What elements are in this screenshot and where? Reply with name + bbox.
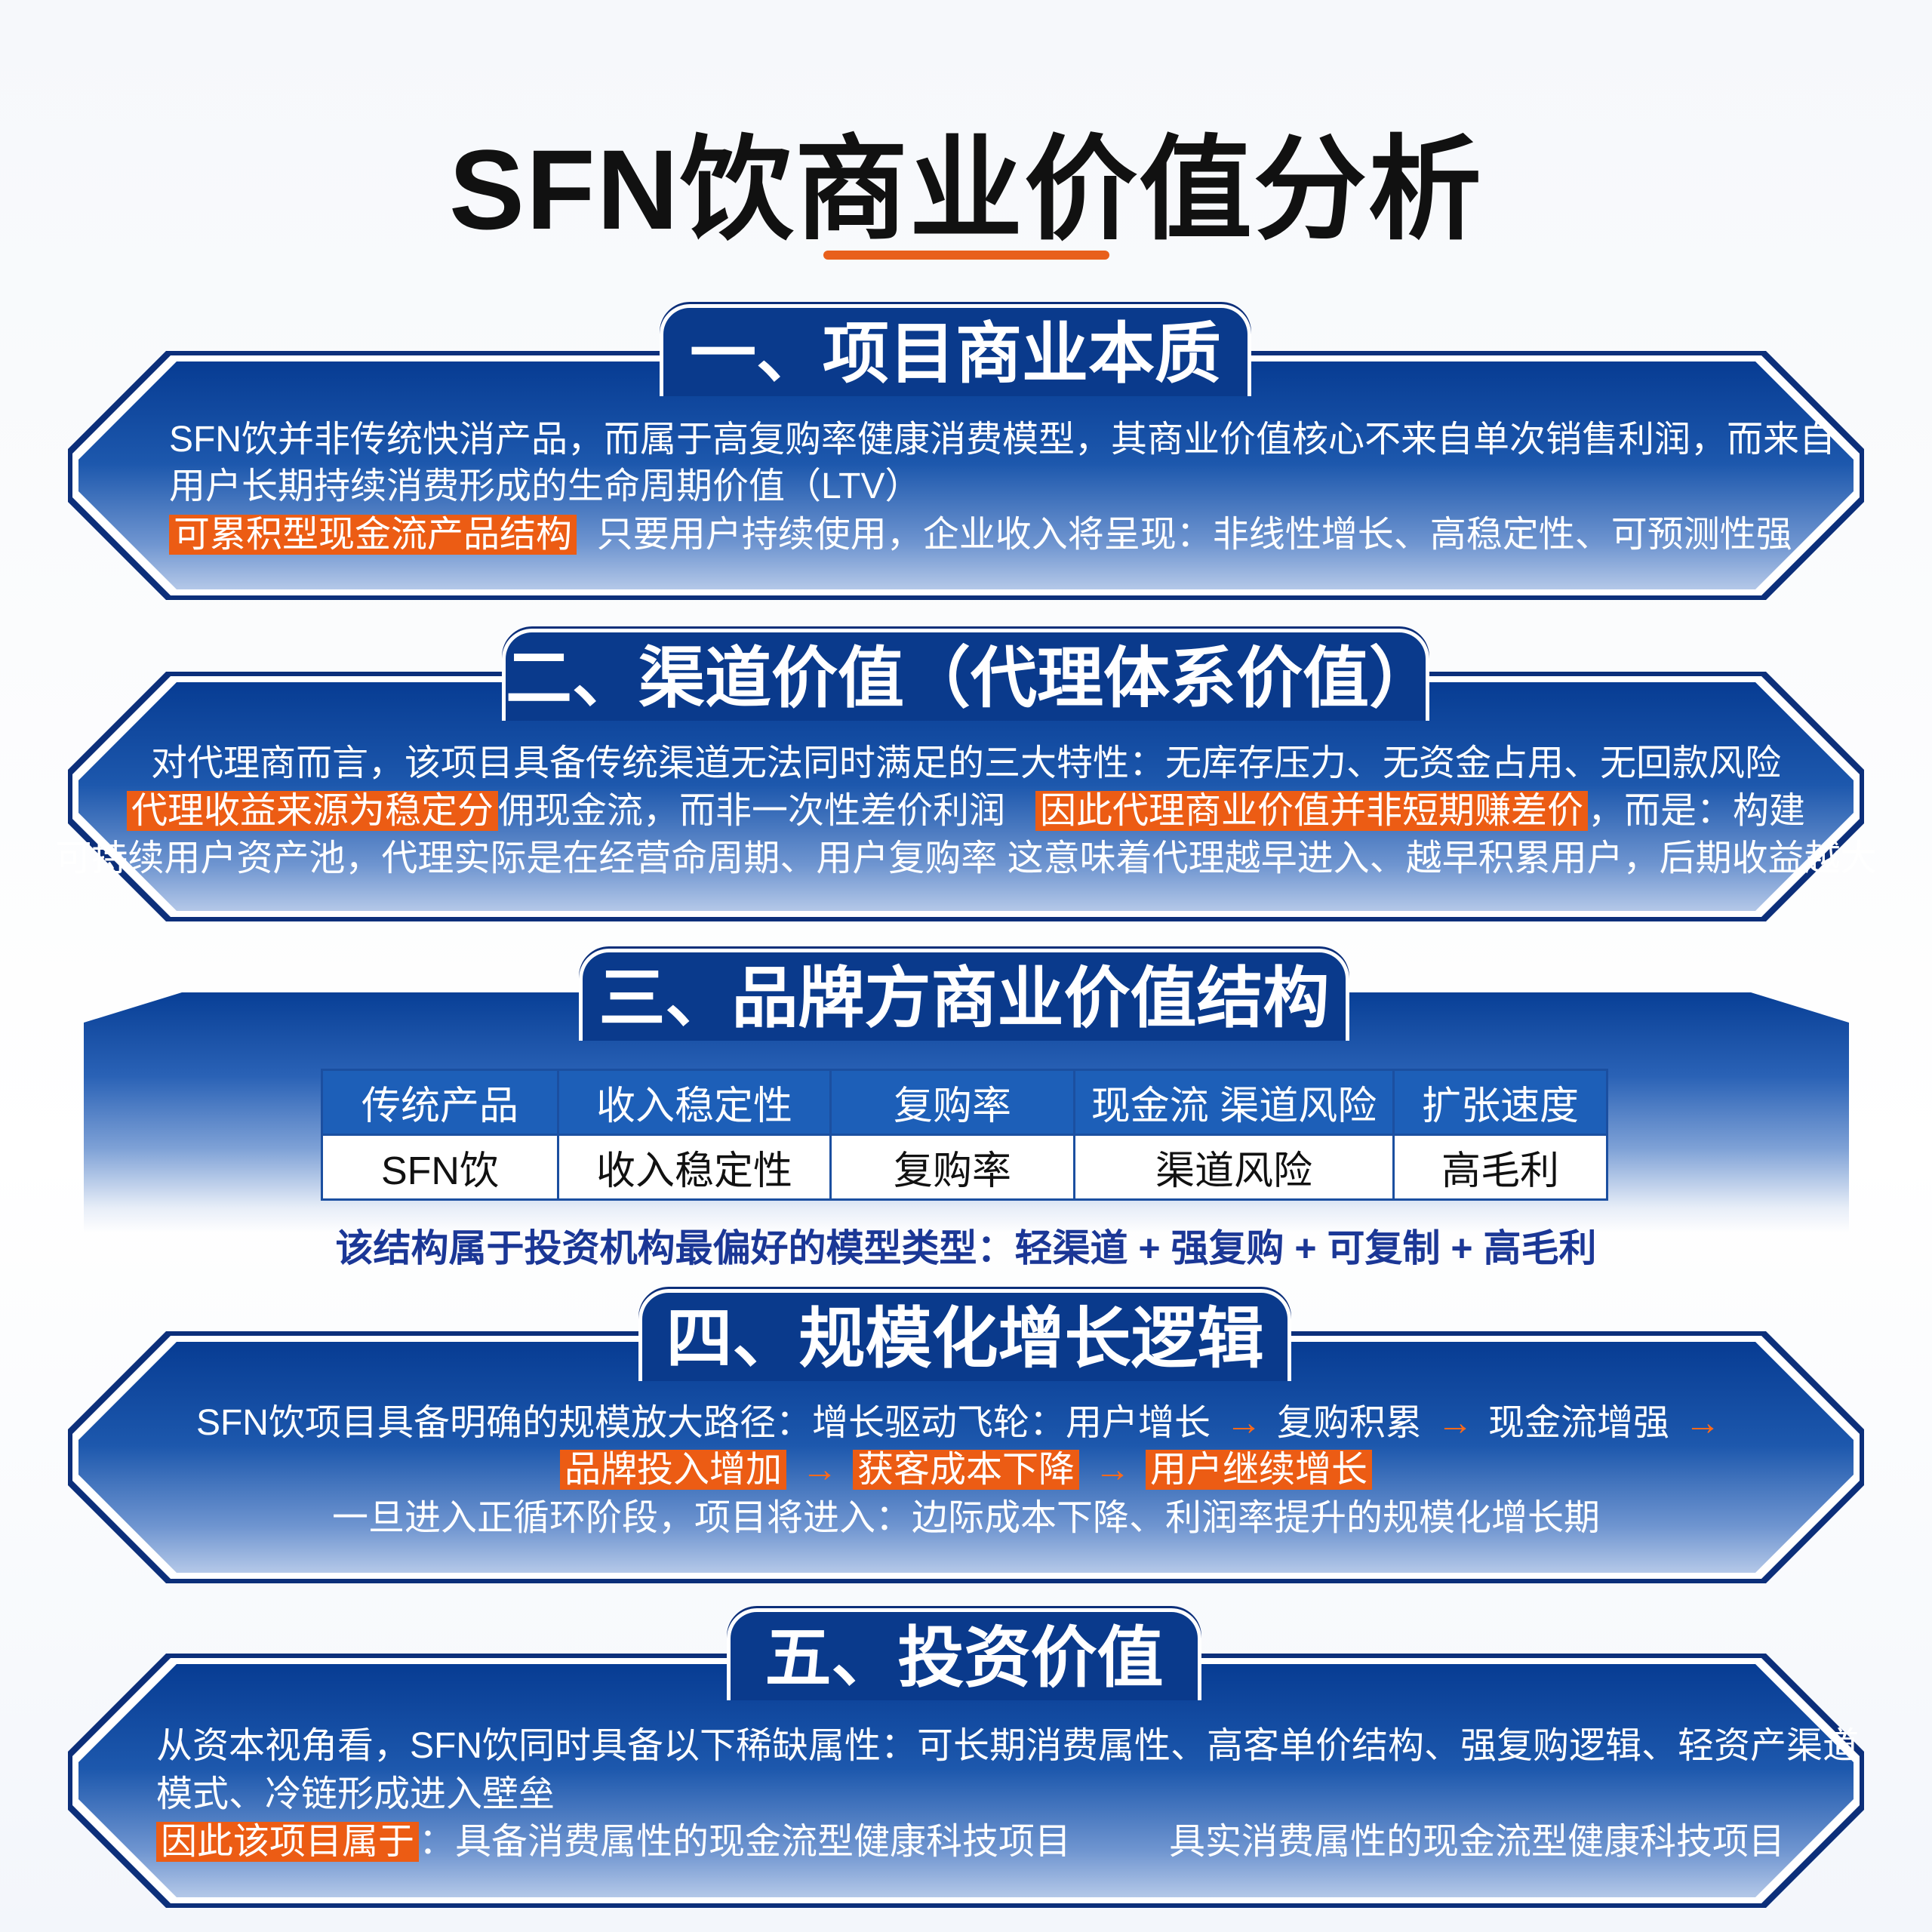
table-cell: 复购率 xyxy=(829,1134,1075,1201)
section-1-heading: 一、项目商业本质 xyxy=(660,304,1251,396)
arrow-icon: → xyxy=(801,1450,838,1490)
highlight-tag: 可累积型现金流产品结构 xyxy=(169,515,577,555)
section-1-line: 可累积型现金流产品结构 只要用户持续使用，企业收入将呈现：非线性增长、高稳定性、… xyxy=(169,512,1792,558)
table-cell: 收入稳定性 xyxy=(557,1134,832,1201)
section-3-heading: 三、品牌方商业价值结构 xyxy=(579,949,1349,1041)
section-2-text: 佣现金流，而非一次性差价利润 xyxy=(497,791,1005,831)
table-header-cell: 收入稳定性 xyxy=(557,1069,832,1136)
section-4-line: SFN饮项目具备明确的规模放大路径：增长驱动飞轮：用户增长 → 复购积累 → 现金流增强… xyxy=(0,1401,1932,1446)
table-header-cell: 复购率 xyxy=(829,1069,1075,1136)
section-4-heading: 四、规模化增长逻辑 xyxy=(638,1289,1291,1381)
section-2-line: 可持续用户资产池，代理实际是在经营命周期、用户复购率 这意味着代理越早进入、越早… xyxy=(55,838,1877,878)
section-1-line: 用户长期持续消费形成的生命周期价值（LTV） xyxy=(169,466,921,506)
flow-step-highlight: 获客成本下降 xyxy=(852,1450,1079,1490)
flow-step-highlight: 品牌投入增加 xyxy=(559,1450,786,1490)
table-cell: 渠道风险 xyxy=(1073,1134,1395,1201)
section-1-text: 只要用户持续使用，企业收入将呈现：非线性增长、高稳定性、可预测性强 xyxy=(596,515,1792,555)
table-caption: 该结构属于投资机构最偏好的模型类型：轻渠道 + 强复购 + 可复制 + 高毛利 xyxy=(335,1227,1597,1269)
arrow-icon: → xyxy=(1684,1403,1721,1443)
section-4-line: 品牌投入增加 → 获客成本下降 → 用户继续增长 xyxy=(0,1447,1932,1493)
arrow-icon: → xyxy=(1225,1403,1262,1443)
section-4-text: SFN饮项目具备明确的规模放大路径：增长驱动飞轮：用户增长 xyxy=(195,1403,1211,1443)
section-2-text: ，而是：构建 xyxy=(1588,791,1806,831)
flow-step-highlight: 用户继续增长 xyxy=(1146,1450,1373,1490)
section-1-line: SFN饮并非传统快消产品，而属于高复购率健康消费模型，其商业价值核心不来自单次销… xyxy=(169,420,1836,460)
value-structure-table: 传统产品 收入稳定性 复购率 现金流 渠道风险 扩张速度 SFN饮 收入稳定性 … xyxy=(321,1069,1608,1201)
title-underline xyxy=(823,251,1109,260)
table-row: SFN饮 收入稳定性 复购率 渠道风险 高毛利 xyxy=(321,1134,1608,1201)
section-2-line: 对代理商而言，该项目具备传统渠道无法同时满足的三大特性：无库存压力、无资金占用、… xyxy=(150,743,1781,783)
section-5-line: 因此该项目属于：具备消费属性的现金流型健康科技项目 具实消费属性的现金流型健康科技… xyxy=(156,1820,1785,1865)
highlight-tag: 因此代理商业价值并非短期赚差价 xyxy=(1035,791,1589,831)
flow-step: 现金流增强 xyxy=(1488,1403,1670,1443)
table-header-cell: 现金流 渠道风险 xyxy=(1073,1069,1395,1136)
section-5-text: ：具备消费属性的现金流型健康科技项目 xyxy=(419,1822,1072,1862)
section-5-text: 具实消费属性的现金流型健康科技项目 xyxy=(1169,1822,1786,1862)
flow-step: 复购积累 xyxy=(1276,1403,1422,1443)
table-header-row: 传统产品 收入稳定性 复购率 现金流 渠道风险 扩张速度 xyxy=(321,1069,1608,1136)
section-5-panel xyxy=(68,1654,1864,1908)
highlight-tag: 因此该项目属于 xyxy=(156,1822,420,1862)
section-4-line: 一旦进入正循环阶段，项目将进入：边际成本下降、利润率提升的规模化增长期 xyxy=(331,1498,1600,1538)
page-title: SFN饮商业价值分析 xyxy=(448,126,1483,253)
arrow-icon: → xyxy=(1094,1450,1131,1490)
section-4-panel xyxy=(68,1331,1864,1583)
section-5-line: 模式、冷链形成进入壁垒 xyxy=(156,1774,555,1814)
table-header-cell: 传统产品 xyxy=(321,1069,559,1136)
section-2-line: 代理收益来源为稳定分佣现金流，而非一次性差价利润 因此代理商业价值并非短期赚差价… xyxy=(0,789,1932,834)
section-2-heading: 二、渠道价值（代理体系价值） xyxy=(502,629,1435,721)
arrow-icon: → xyxy=(1437,1403,1473,1443)
section-5-line: 从资本视角看，SFN饮同时具备以下稀缺属性：可长期消费属性、高客单价结构、强复购… xyxy=(156,1726,1860,1766)
table-header-cell: 扩张速度 xyxy=(1392,1069,1608,1136)
table-cell: 高毛利 xyxy=(1392,1134,1608,1201)
highlight-tag: 代理收益来源为稳定分 xyxy=(126,791,498,831)
section-5-heading: 五、投资价值 xyxy=(727,1608,1201,1700)
table-cell: SFN饮 xyxy=(321,1134,559,1201)
